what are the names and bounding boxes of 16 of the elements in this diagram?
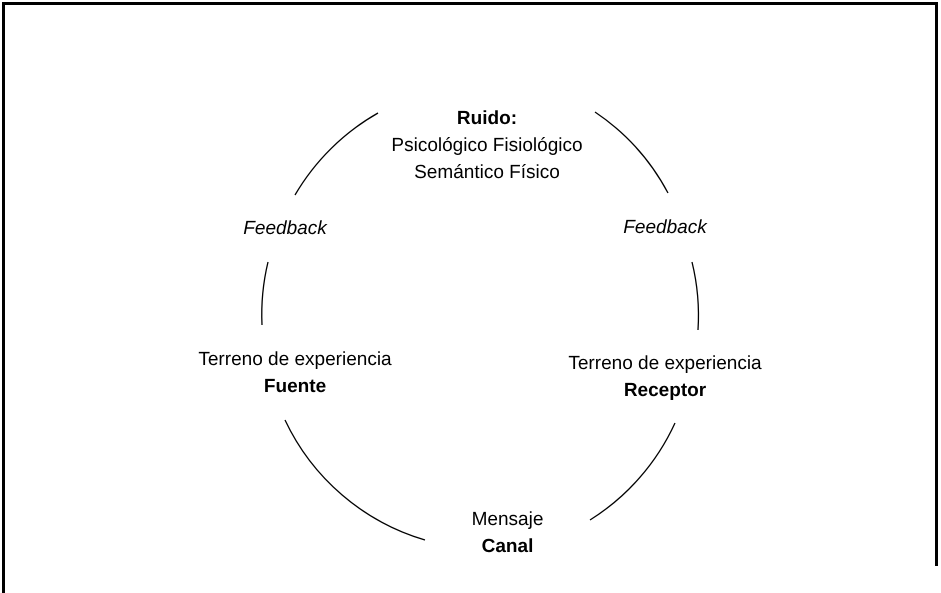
node-text: Terreno de experiencia <box>568 352 762 376</box>
node-text: Mensaje <box>472 508 544 532</box>
connector-arc <box>284 420 426 541</box>
connector-arc <box>691 262 700 330</box>
connector-arc <box>590 422 676 521</box>
feedback-label: Feedback <box>243 217 327 241</box>
connector-arc <box>294 112 378 196</box>
node-heading: Receptor <box>624 378 706 402</box>
feedback-label: Feedback <box>623 216 707 240</box>
node-text: Terreno de experiencia <box>198 348 392 372</box>
node-heading: Fuente <box>264 374 326 398</box>
node-heading: Ruido: <box>456 106 518 130</box>
connector-arc <box>594 111 669 194</box>
connector-arc <box>261 262 269 325</box>
node-heading: Canal <box>482 535 534 559</box>
noise-list: Psicológico Fisiológico Semántico Físico <box>377 132 597 186</box>
